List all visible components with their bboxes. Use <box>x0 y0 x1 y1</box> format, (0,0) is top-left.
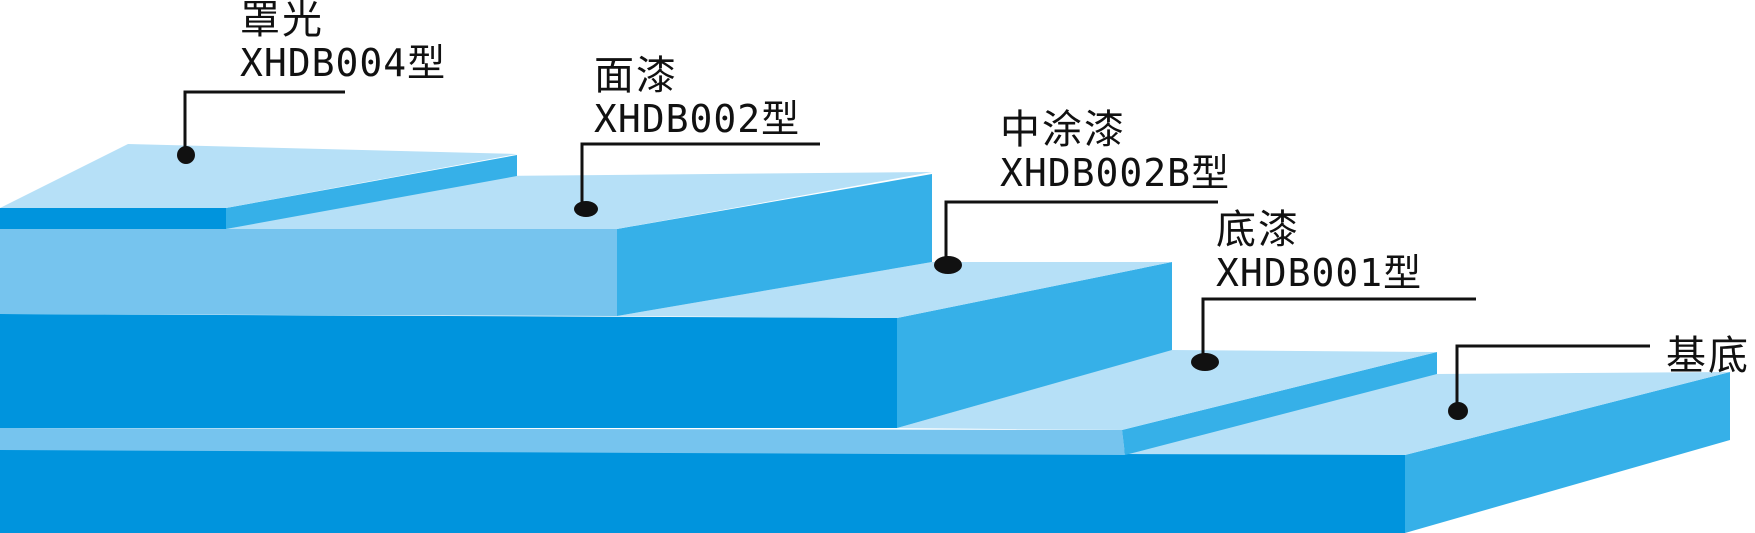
label-primer: 底漆 XHDB001型 <box>1216 210 1422 292</box>
middle-coat-side-face <box>897 262 1172 428</box>
layer-model: XHDB002B型 <box>1000 151 1231 195</box>
layer-name: 中涂漆 <box>1000 107 1126 153</box>
primer-side-face <box>1122 352 1437 455</box>
layer-name: 底漆 <box>1216 207 1300 253</box>
middle-coat-top-face <box>617 262 1172 318</box>
finish-coat-top-face <box>226 172 932 229</box>
layer-model: XHDB004型 <box>240 41 447 85</box>
leader-topcoat-clear <box>177 90 345 164</box>
middle-coat-front-face <box>0 314 897 428</box>
substrate-side-face <box>1405 372 1730 533</box>
layer-model: XHDB002型 <box>594 97 801 141</box>
layer-name: 基底 <box>1666 333 1750 379</box>
topcoat-clear-front-face <box>0 208 226 229</box>
leader-middle-coat <box>934 200 1218 274</box>
finish-coat-side-face <box>617 174 932 316</box>
layer-name: 罩光 <box>240 0 324 43</box>
primer-front-face <box>0 428 1125 455</box>
substrate-top-face <box>1122 372 1730 455</box>
leader-finish-coat <box>574 142 820 217</box>
leader-primer <box>1191 297 1476 371</box>
layer-name: 面漆 <box>594 53 678 99</box>
leader-substrate <box>1448 344 1650 420</box>
topcoat-clear-side-face <box>226 155 517 229</box>
label-middle-coat: 中涂漆 XHDB002B型 <box>1000 110 1230 192</box>
layer-model: XHDB001型 <box>1216 251 1423 295</box>
label-finish-coat: 面漆 XHDB002型 <box>594 56 800 138</box>
primer-top-face <box>897 350 1437 430</box>
label-topcoat-clear: 罩光 XHDB004型 <box>240 0 446 82</box>
label-substrate: 基底 <box>1666 336 1750 376</box>
topcoat-clear-top-face <box>0 144 517 208</box>
finish-coat-front-face <box>0 229 617 316</box>
